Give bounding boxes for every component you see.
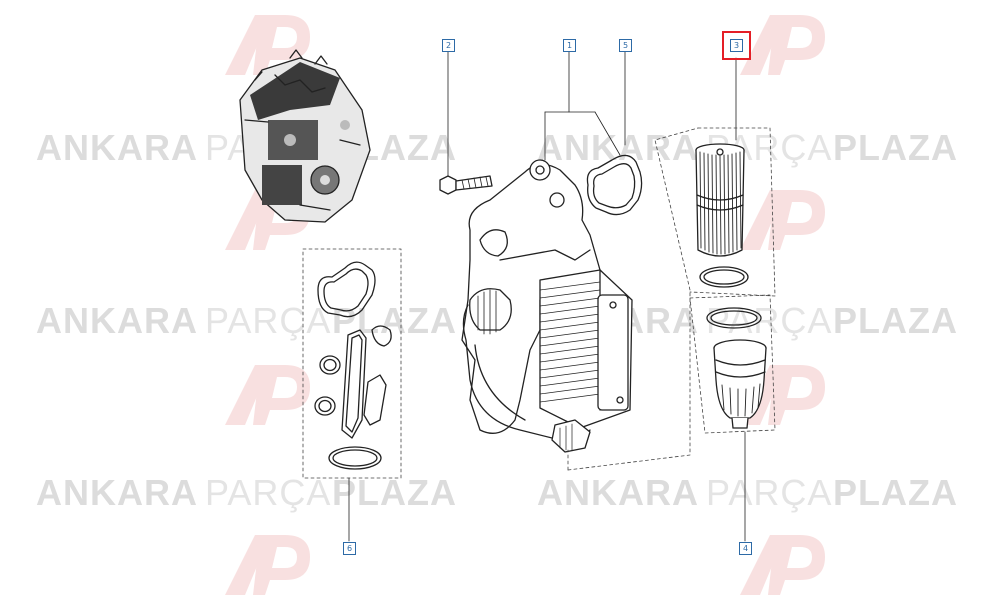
filter-cap[interactable] xyxy=(713,339,767,429)
watermark-logo-icon xyxy=(740,190,825,250)
callout-2[interactable]: 2 xyxy=(442,39,455,52)
cooler-assembly-frame xyxy=(544,49,699,471)
o-ring-small[interactable] xyxy=(314,396,336,416)
bolt-part[interactable] xyxy=(439,49,493,195)
watermark-word: PARÇA xyxy=(205,472,331,513)
leader-line xyxy=(594,111,621,156)
filter-seal-ring[interactable] xyxy=(699,266,749,288)
watermark-word: ANKARA xyxy=(36,300,198,341)
watermark-word: ANKARA xyxy=(36,472,198,513)
watermark-word: PARÇA xyxy=(706,472,832,513)
watermark-logo-icon xyxy=(225,365,310,425)
o-ring-large[interactable] xyxy=(328,446,382,470)
round-gasket-top[interactable] xyxy=(371,325,392,347)
watermark-word: ANKARA xyxy=(36,127,198,168)
filter-seal-ring-inner xyxy=(703,269,745,285)
watermark-word: PLAZA xyxy=(833,300,958,341)
engine-overview-image xyxy=(239,49,371,223)
watermark-word: PLAZA xyxy=(332,300,457,341)
watermark-logo-icon xyxy=(225,15,310,75)
o-ring-small-inner xyxy=(323,358,337,372)
cooler-gasket-5[interactable] xyxy=(586,154,643,216)
long-gasket-left[interactable] xyxy=(341,329,367,439)
oil-cooler-core[interactable] xyxy=(539,269,633,453)
watermark-word: PARÇA xyxy=(205,300,331,341)
cap-seal-ring[interactable] xyxy=(706,307,762,329)
o-ring-large-inner xyxy=(332,449,378,467)
cooler-gasket-large[interactable] xyxy=(317,261,376,318)
cap-seal-ring-inner xyxy=(710,310,758,326)
watermark-logo-icon xyxy=(740,535,825,595)
oil-filter-element-group xyxy=(689,57,776,297)
watermark-word: PLAZA xyxy=(833,127,958,168)
oil-filter-element[interactable] xyxy=(695,143,745,257)
watermark-word: ANKARA xyxy=(537,127,699,168)
callout-6[interactable]: 6 xyxy=(343,542,356,555)
o-ring-small[interactable] xyxy=(319,355,341,375)
watermark-logo-icon xyxy=(740,15,825,75)
gasket-kit-group xyxy=(302,248,402,542)
small-gasket-right[interactable] xyxy=(363,374,387,426)
oil-cooler-housing[interactable] xyxy=(461,159,606,442)
callout-5[interactable]: 5 xyxy=(619,39,632,52)
watermark-word: ANKARA xyxy=(537,472,699,513)
filter-cap-group xyxy=(689,294,776,542)
watermark-text-row: ANKARA PARÇA PLAZA ANKARA PARÇA PLAZA xyxy=(36,472,958,513)
watermark-text-row: ANKARA PARÇA PLAZA ANKARA PARÇA PLAZA xyxy=(36,127,958,168)
callout-3[interactable]: 3 xyxy=(722,31,751,60)
cooler-gasket-large-inner xyxy=(323,268,369,312)
callout-1[interactable]: 1 xyxy=(563,39,576,52)
watermark-word: PLAZA xyxy=(332,472,457,513)
callout-4[interactable]: 4 xyxy=(739,542,752,555)
watermark-word: PLAZA xyxy=(833,472,958,513)
watermark-word: PARÇA xyxy=(706,300,832,341)
watermark-logo-icon xyxy=(225,535,310,595)
o-ring-small-inner xyxy=(318,399,332,413)
gasket-kit-frame xyxy=(302,248,402,479)
long-gasket-left-inner xyxy=(345,334,363,433)
